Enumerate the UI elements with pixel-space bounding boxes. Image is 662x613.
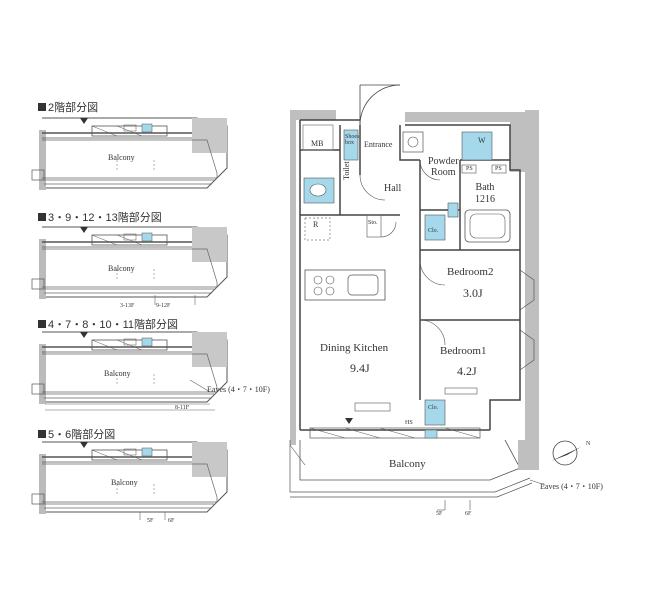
mini-balcony-label-3: Balcony — [104, 369, 131, 378]
ps-label-1: PS — [466, 166, 473, 172]
bedroom1-label: Bedroom1 — [440, 345, 487, 357]
eaves-label: Eaves (4・7・10F) — [540, 482, 603, 491]
bedroom2-size: 3.0J — [463, 286, 483, 300]
mini-balcony-label-2: Balcony — [108, 264, 135, 273]
refrigerator-label: R — [313, 220, 319, 229]
washer-label: W — [478, 136, 486, 145]
mb-label: MB — [311, 139, 324, 148]
hall-label: Hall — [384, 183, 402, 194]
note-6f: 6F — [465, 511, 472, 517]
storage-label: Sto. — [368, 220, 378, 226]
mini-balcony-label-1: Balcony — [108, 153, 135, 162]
dining-kitchen-size: 9.4J — [350, 361, 370, 375]
compass-icon — [551, 440, 581, 466]
ps-label-2: PS — [495, 166, 502, 172]
hs-label: HS — [405, 420, 413, 426]
mini-eaves-label: Eaves (4・7・10F) — [207, 385, 270, 394]
balcony-label: Balcony — [389, 458, 426, 470]
toilet-label: Toilet — [342, 161, 351, 180]
mini-plan-header-1: 2階部分図 — [38, 99, 98, 115]
mini-balcony-label-4: Balcony — [111, 478, 138, 487]
mini-note-9-12f: 9-12F — [156, 303, 171, 309]
dining-kitchen-label: Dining Kitchen — [320, 342, 389, 354]
mini-plan-header-3: 4・7・8・10・11階部分図 — [38, 316, 178, 332]
closet-label-bedroom1: Clo. — [428, 405, 439, 411]
note-5f: 5F — [436, 511, 443, 517]
mini-note-8-11f: 8-11F — [175, 405, 190, 411]
mini-plan-header-4: 5・6階部分図 — [38, 426, 115, 442]
compass-north-label: N — [586, 441, 591, 447]
mini-note-6f: 6F — [168, 518, 175, 524]
bedroom1-size: 4.2J — [457, 364, 477, 378]
closet-label-bedroom2: Clo. — [428, 228, 439, 234]
entrance-label: Entrance — [364, 140, 393, 149]
mini-note-5f: 5F — [147, 518, 154, 524]
bedroom2-label: Bedroom2 — [447, 266, 494, 278]
mini-plan-header-2: 3・9・12・13階部分図 — [38, 209, 162, 225]
mini-note-3-13f: 3-13F — [120, 303, 135, 309]
